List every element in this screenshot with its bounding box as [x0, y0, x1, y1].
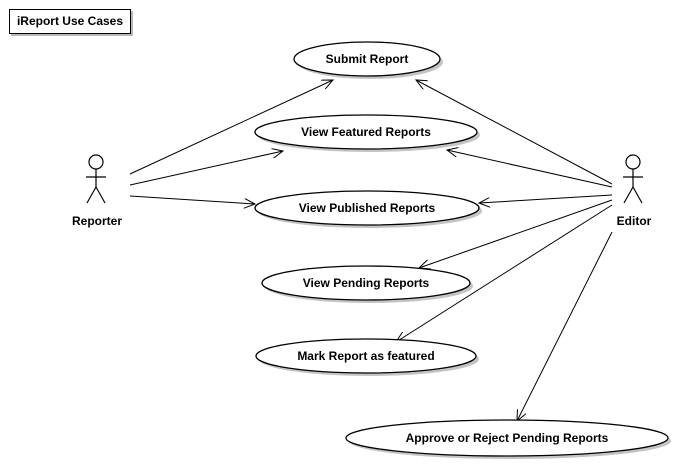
use-case-view-featured-reports[interactable]: View Featured Reports: [254, 114, 480, 152]
diagram-title: iReport Use Cases: [9, 9, 131, 34]
association-editor-mark-featured: [396, 204, 613, 342]
association-editor-approve-reject: [517, 231, 613, 421]
use-case-view-pending-reports[interactable]: View Pending Reports: [261, 265, 473, 303]
association-reporter-view-published: [129, 195, 255, 204]
use-case-label: Submit Report: [326, 52, 409, 66]
association-editor-view-pending: [419, 199, 613, 268]
actor-reporter[interactable]: Reporter: [72, 154, 122, 228]
actor-editor[interactable]: Editor: [617, 154, 652, 228]
use-case-view-published-reports[interactable]: View Published Reports: [254, 190, 482, 228]
use-case-approve-reject-pending[interactable]: Approve or Reject Pending Reports: [345, 419, 671, 459]
use-case-label: View Published Reports: [299, 201, 436, 215]
association-reporter-submit-report: [129, 80, 333, 175]
stick-figure-icon: [86, 154, 106, 204]
actor-label: Reporter: [72, 214, 122, 228]
association-reporter-view-featured: [129, 151, 283, 186]
associations: [129, 80, 613, 421]
use-case-label: View Pending Reports: [303, 276, 430, 290]
actor-label: Editor: [617, 214, 652, 228]
use-case-label: Approve or Reject Pending Reports: [406, 431, 609, 445]
use-case-label: View Featured Reports: [301, 125, 431, 139]
use-case-mark-report-featured[interactable]: Mark Report as featured: [255, 338, 479, 376]
association-editor-view-featured: [447, 150, 613, 188]
use-case-submit-report[interactable]: Submit Report: [293, 41, 443, 79]
association-editor-view-published: [479, 194, 613, 203]
stick-figure-icon: [623, 154, 643, 204]
association-editor-submit-report: [416, 80, 613, 185]
use-case-label: Mark Report as featured: [297, 349, 434, 363]
